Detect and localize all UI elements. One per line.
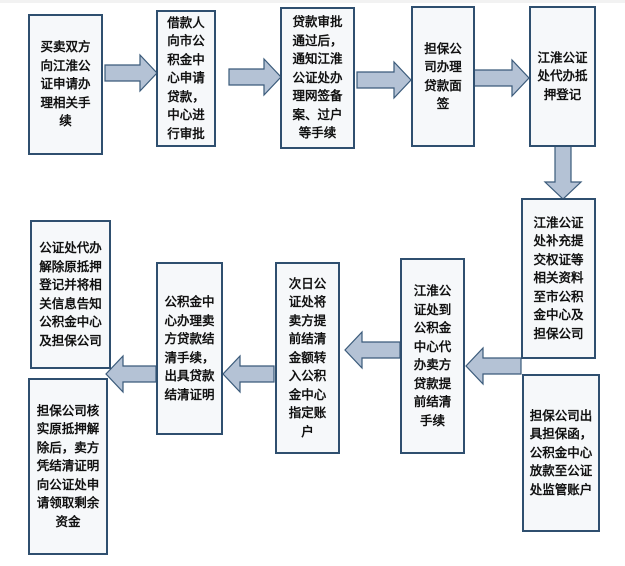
step-7-text: 江淮公证处到公积金中心代办卖方贷款提前结清手续: [413, 283, 452, 428]
arrow-3-to-4: [356, 60, 412, 100]
step-12-box: 担保公司出具担保函，公积金中心放款至公证处监管账户: [522, 374, 600, 532]
arrow-7-to-8: [344, 330, 401, 370]
top-border: [0, 0, 625, 3]
arrow-1-to-2: [104, 53, 158, 93]
step-9-box: 公积金中心办理卖方贷款结清手续，出具贷款结清证明: [156, 262, 223, 435]
arrow-6-to-7: [465, 346, 522, 386]
arrow-9-to-10-11: [105, 354, 157, 394]
step-2-text: 借款人向市公积金中心申请贷款，中心进行审批: [167, 14, 205, 141]
step-8-text: 次日公证处将卖方提前结清金额转入公积金中心指定账户: [288, 275, 327, 439]
arrow-5-to-6: [543, 145, 583, 200]
step-12-text: 担保公司出具担保函，公积金中心放款至公证处监管账户: [529, 407, 593, 497]
arrow-2-to-3: [228, 57, 282, 97]
step-6-text: 江淮公证处补充提交权证等相关资料至市公积金中心及担保公司: [533, 214, 584, 341]
step-6-box: 江淮公证处补充提交权证等相关资料至市公积金中心及担保公司: [521, 198, 596, 359]
step-7-box: 江淮公证处到公积金中心代办卖方贷款提前结清手续: [400, 258, 465, 454]
step-2-box: 借款人向市公积金中心申请贷款，中心进行审批: [156, 10, 216, 147]
step-3-box: 贷款审批通过后，通知江淮公证处办理网签备案、过户等手续: [280, 7, 355, 149]
step-10-text: 公证处代办解除原抵押登记并将相关信息告知公积金中心及担保公司: [39, 240, 102, 348]
step-5-box: 江淮公证处代办抵押登记: [529, 6, 596, 147]
step-10-box: 公证处代办解除原抵押登记并将相关信息告知公积金中心及担保公司: [30, 220, 111, 369]
step-5-text: 江淮公证处代办抵押登记: [537, 49, 588, 102]
arrow-4-to-5: [473, 58, 530, 98]
step-11-text: 担保公司核实原抵押解除后，卖方凭结清证明向公证处申请领取剩余资金: [36, 402, 100, 529]
arrow-8-to-9: [222, 354, 275, 394]
step-1-text: 买卖双方向江淮公证申请办理相关手续: [40, 39, 91, 129]
step-4-text: 担保公司办理贷款面签: [424, 40, 462, 112]
step-9-text: 公积金中心办理卖方贷款结清手续，出具贷款结清证明: [164, 294, 215, 402]
step-1-box: 买卖双方向江淮公证申请办理相关手续: [28, 14, 103, 155]
step-8-box: 次日公证处将卖方提前结清金额转入公积金中心指定账户: [275, 262, 340, 454]
step-3-text: 贷款审批通过后，通知江淮公证处办理网签备案、过户等手续: [292, 14, 343, 141]
step-4-box: 担保公司办理贷款面签: [411, 6, 475, 147]
step-11-box: 担保公司核实原抵押解除后，卖方凭结清证明向公证处申请领取剩余资金: [28, 378, 108, 555]
